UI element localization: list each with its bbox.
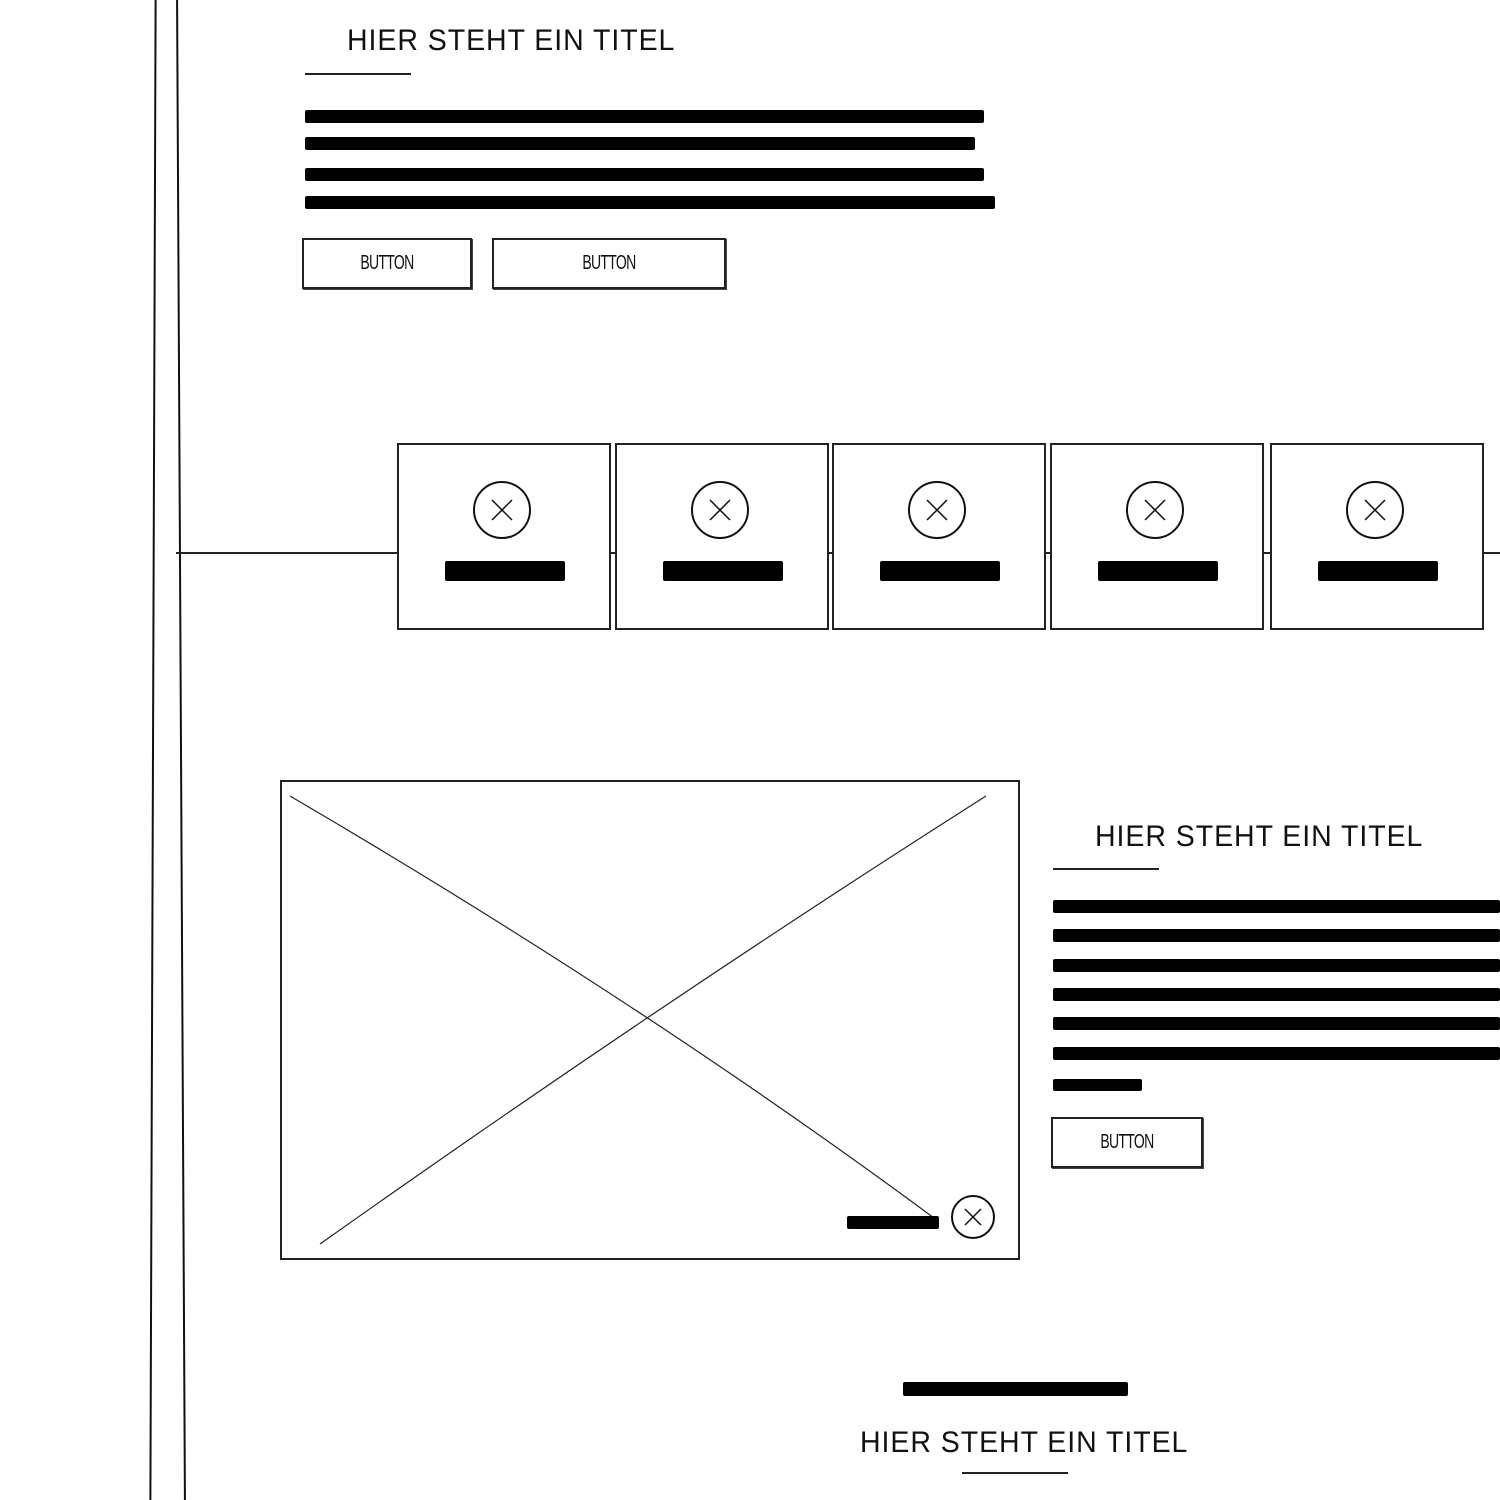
carousel-card[interactable] [615,443,829,630]
hero-button-2[interactable]: BUTTON [492,238,726,289]
carousel-card[interactable] [832,443,1046,630]
feature-text-line [1053,1017,1500,1030]
footer-title: HIER STEHT EIN TITEL [860,1426,1189,1459]
hero-text-line [305,110,984,123]
hero-title: HIER STEHT EIN TITEL [347,24,676,57]
placeholder-x-icon [908,481,966,539]
feature-button[interactable]: BUTTON [1051,1117,1203,1168]
image-close-icon[interactable] [951,1195,995,1239]
image-caption-bar [847,1216,939,1229]
hero-button-1[interactable]: BUTTON [302,238,472,289]
card-label-bar [1318,561,1438,581]
feature-text-line [1053,929,1500,942]
button-label: BUTTON [360,252,414,274]
carousel-card[interactable] [397,443,611,630]
feature-title: HIER STEHT EIN TITEL [1095,820,1424,853]
feature-text-line [1053,900,1500,913]
sidebar-rail-left [149,0,157,1500]
card-label-bar [445,561,565,581]
feature-title-underline [1053,868,1159,870]
hero-text-line [305,168,984,181]
carousel-card[interactable] [1050,443,1264,630]
placeholder-x-icon [473,481,531,539]
placeholder-x-icon [691,481,749,539]
card-label-bar [663,561,783,581]
hero-text-line [305,196,995,209]
hero-title-underline [305,73,411,75]
footer-text-bar [903,1382,1128,1396]
image-placeholder [280,780,1020,1260]
image-placeholder-cross-icon [289,795,987,1245]
card-label-bar [1098,561,1218,581]
feature-text-line [1053,959,1500,972]
footer-title-underline [962,1472,1068,1474]
carousel-card[interactable] [1270,443,1484,630]
feature-text-short [1053,1079,1142,1091]
feature-text-line [1053,1047,1500,1060]
sidebar-rail-right [176,0,186,1500]
button-label: BUTTON [1100,1131,1154,1153]
button-label: BUTTON [582,252,636,274]
placeholder-x-icon [1126,481,1184,539]
placeholder-x-icon [1346,481,1404,539]
feature-text-line [1053,988,1500,1001]
card-label-bar [880,561,1000,581]
hero-text-line [305,137,975,150]
